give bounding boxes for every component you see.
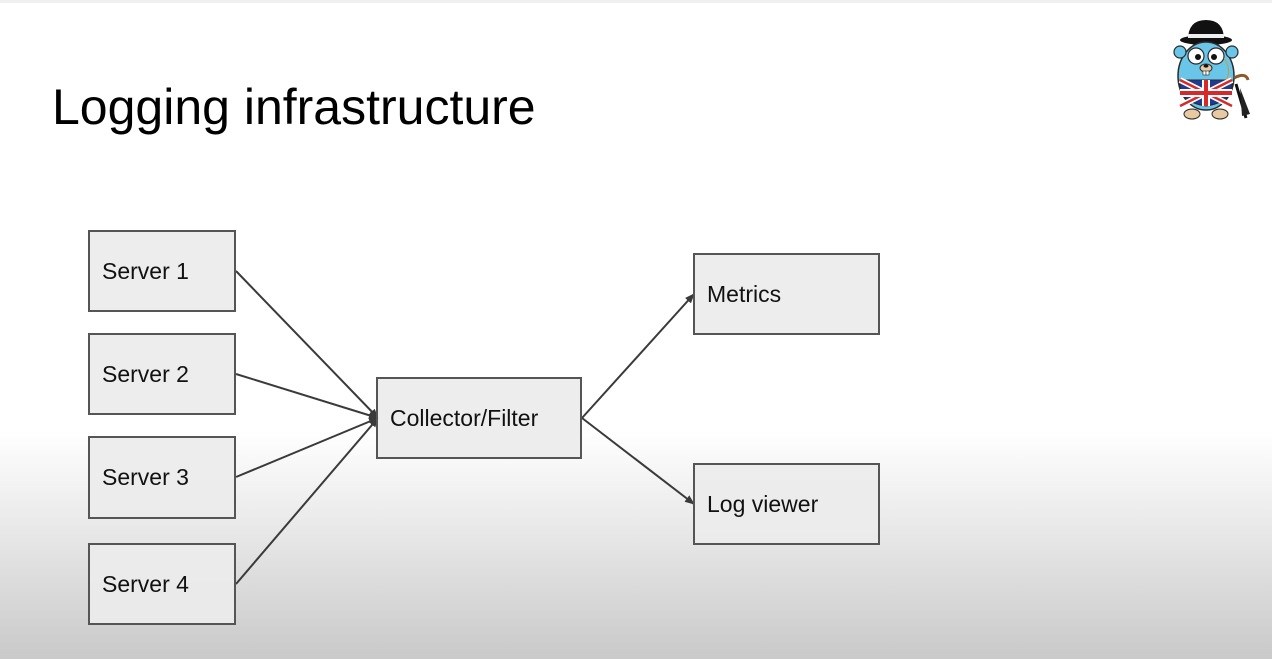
slide-title: Logging infrastructure [52,79,536,135]
node-label: Server 2 [102,360,189,387]
node-label: Server 1 [102,257,189,284]
edge-collector-metrics [581,293,695,419]
node-server-3: Server 3 [88,436,236,519]
node-label: Server 3 [102,464,189,490]
node-server-4: Server 4 [88,543,236,625]
edge-server4-collector [235,417,379,585]
edge-server2-collector [235,373,379,420]
edge-collector-logviewer [581,417,695,505]
node-server-1: Server 1 [88,230,236,312]
node-server-2: Server 2 [88,333,236,415]
node-label: Log viewer [707,490,819,517]
node-log-viewer: Log viewer [693,463,880,545]
top-border [0,0,1272,3]
edge-server3-collector [235,417,379,478]
node-label: Collector/Filter [390,404,539,431]
node-metrics: Metrics [693,253,880,335]
edge-server1-collector [235,270,379,419]
gopher-mascot-icon [1173,20,1250,120]
node-collector-filter: Collector/Filter [376,377,582,459]
node-label: Metrics [707,280,782,307]
node-label: Server 4 [102,570,189,597]
